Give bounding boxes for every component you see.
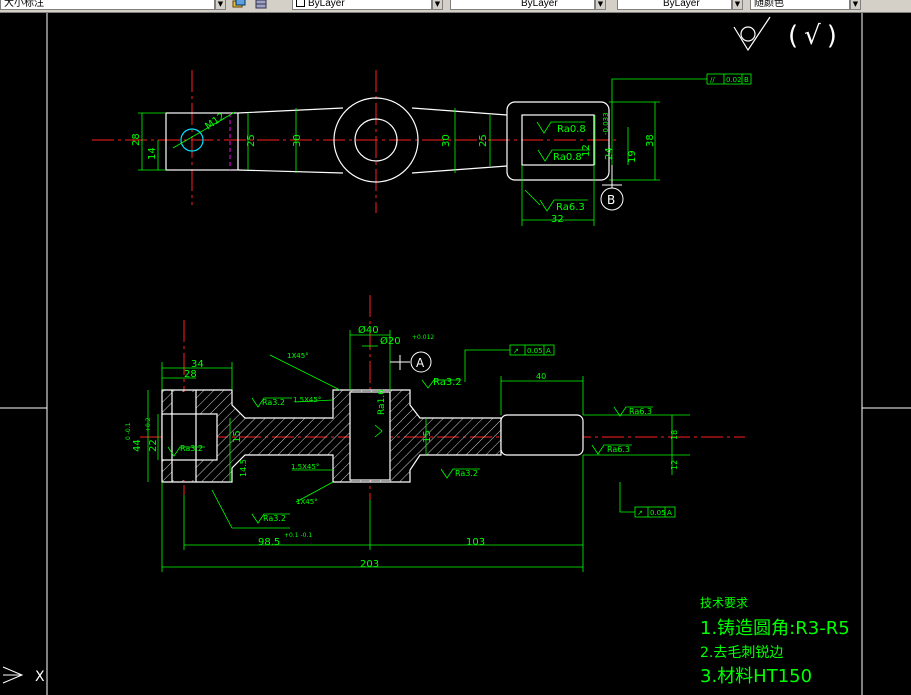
front-dim-98-tol: +0.1 -0.1 <box>284 532 312 539</box>
top-dim-25b: 25 <box>478 134 489 147</box>
front-datum-a <box>390 351 432 373</box>
front-dim-40: Ø40 <box>358 324 379 336</box>
tech-req-item-2: 2.去毛刺锐边 <box>700 645 783 661</box>
plotstyle-dropdown-arrow[interactable]: ▼ <box>850 0 861 10</box>
front-chamfer-4: 1X45° <box>296 498 318 506</box>
color-swatch <box>296 0 305 7</box>
top-dim-24-tol: -0.033 <box>602 112 610 135</box>
top-view-centerlines <box>92 70 620 213</box>
top-datum-b-label: B <box>607 193 615 207</box>
front-roughness-8: Ra6.3 <box>607 445 630 454</box>
front-datum-a-label: A <box>416 356 425 370</box>
front-chamfer-3: 1.5X45° <box>291 463 319 471</box>
lineweight-dropdown[interactable]: ByLayer <box>617 0 732 10</box>
top-view: 28 14 M12 25 30 30 25 12 24 -0.033 19 38… <box>92 70 752 226</box>
top-view-outline <box>165 97 610 183</box>
front-dim-18: 18 <box>670 430 679 440</box>
front-dim-103: 103 <box>466 537 485 548</box>
linetype-dropdown-arrow[interactable]: ▼ <box>595 0 606 10</box>
tech-req-title: 技术要求 <box>700 596 748 610</box>
tech-req-item-3: 3.材料HT150 <box>700 666 812 687</box>
top-dim-32: 32 <box>551 214 564 225</box>
front-fcf1-datum: A <box>546 347 551 355</box>
lineweight-dropdown-arrow[interactable]: ▼ <box>732 0 743 10</box>
front-dim-98-5: 98.5 <box>258 537 280 548</box>
front-fcf2-value: 0.05 <box>650 509 666 517</box>
front-roughness-7: Ra6.3 <box>629 407 652 416</box>
front-dim-15a: 15 <box>232 430 243 443</box>
top-dim-24: 24 <box>604 147 615 160</box>
properties-toolbar: 大小标注 ▼ ByLayer ▼ ByLayer ▼ ByLayer ▼ 随颜色… <box>0 0 911 13</box>
front-dim-20: Ø20 <box>380 335 401 347</box>
front-dim-44: 44 <box>132 439 143 452</box>
front-roughness-4: Ra3.2 <box>433 377 462 388</box>
layer-states-icon[interactable] <box>254 0 268 10</box>
front-view: 34 28 44 0 -0.1 22 +0.2 15 14.5 Ø40 Ø20 … <box>125 295 745 572</box>
top-dim-19: 19 <box>627 150 638 163</box>
drawing-canvas[interactable]: (√) <box>0 13 911 695</box>
front-dim-44-tol: 0 -0.1 <box>125 422 132 440</box>
front-view-dimensions <box>147 330 690 572</box>
top-view-dimensions <box>138 101 660 226</box>
top-dim-30a: 30 <box>292 134 303 147</box>
front-roughness-5: Ra3.2 <box>455 469 478 478</box>
front-fcf2-symbol: ↗ <box>637 509 643 517</box>
front-fcf <box>464 344 676 518</box>
front-view-section <box>161 389 584 483</box>
front-chamfer-1: 1X45° <box>287 352 309 360</box>
top-dim-m12: M12 <box>203 111 227 132</box>
top-roughness-1: Ra0.8 <box>557 124 586 135</box>
layer-manager-icon[interactable] <box>232 0 246 10</box>
front-dim-203: 203 <box>360 559 379 570</box>
top-dim-14: 14 <box>147 147 158 160</box>
plotstyle-dropdown[interactable]: 随颜色 <box>750 0 850 10</box>
drawing-frame <box>0 13 911 695</box>
front-roughness-1: Ra3.2 <box>262 398 285 407</box>
front-dim-20-tol: +0.012 <box>412 334 434 341</box>
top-roughness-2: Ra0.8 <box>553 152 582 163</box>
dimstyle-value: 大小标注 <box>4 0 44 9</box>
top-dim-30b: 30 <box>441 134 452 147</box>
front-dim-34: 34 <box>191 359 204 370</box>
front-dim-28: 28 <box>184 369 197 380</box>
top-dim-25a: 25 <box>246 134 257 147</box>
top-datum-b <box>600 165 624 211</box>
plotstyle-value: 随颜色 <box>754 0 784 9</box>
front-fcf1-symbol: ↗ <box>513 347 519 355</box>
technical-requirements: 技术要求 1.铸造圆角:R3-R5 2.去毛刺锐边 3.材料HT150 <box>700 596 850 687</box>
front-dim-14-5: 14.5 <box>239 459 248 477</box>
top-fcf <box>611 73 752 115</box>
top-dim-28: 28 <box>131 133 142 146</box>
front-fcf2-datum: A <box>667 509 672 517</box>
front-dim-22-tol: +0.2 <box>145 417 152 432</box>
dimstyle-dropdown-arrow[interactable]: ▼ <box>215 0 226 10</box>
color-dropdown[interactable]: ByLayer <box>292 0 432 10</box>
front-dim-40b: 40 <box>536 372 546 381</box>
lineweight-value: ByLayer <box>663 0 700 9</box>
linetype-value: ByLayer <box>521 0 558 9</box>
front-dim-15b: 15 <box>422 430 433 443</box>
top-fcf-value: 0.02 <box>726 76 742 84</box>
front-fcf1-value: 0.05 <box>527 347 543 355</box>
top-fcf-symbol: // <box>710 76 715 84</box>
top-fcf-datum: B <box>744 76 749 84</box>
ucs-icon <box>2 666 24 684</box>
general-roughness-symbol: (√) <box>733 16 843 52</box>
front-roughness-2: Ra3.2 <box>180 444 203 453</box>
linetype-dropdown[interactable]: ByLayer <box>450 0 595 10</box>
front-roughness-3: Ra1.6 <box>377 389 387 415</box>
front-dim-12: 12 <box>670 460 679 470</box>
top-dim-12: 12 <box>581 144 592 157</box>
color-dropdown-arrow[interactable]: ▼ <box>432 0 443 10</box>
front-dim-22: 22 <box>148 439 159 452</box>
ucs-x-label: X <box>35 669 45 685</box>
general-roughness-text: (√) <box>788 21 843 51</box>
front-roughness-6: Ra3.2 <box>263 514 286 523</box>
front-chamfer-2: 1.5X45° <box>293 396 321 404</box>
color-value: ByLayer <box>308 0 345 9</box>
top-roughness-3: Ra6.3 <box>556 202 585 213</box>
tech-req-item-1: 1.铸造圆角:R3-R5 <box>700 618 850 639</box>
top-dim-38: 38 <box>645 134 656 147</box>
dimstyle-dropdown[interactable]: 大小标注 <box>0 0 215 10</box>
